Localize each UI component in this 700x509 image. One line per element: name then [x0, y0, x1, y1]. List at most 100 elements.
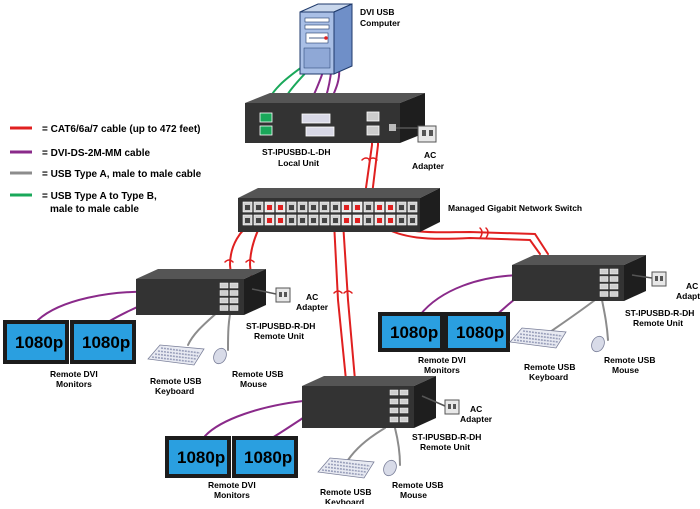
- keyboard-icon: [509, 327, 567, 349]
- keyboard-icon: [147, 344, 205, 366]
- legend-item-usb-ab: = USB Type A to Type B,: [42, 191, 157, 202]
- monitors-label-line1: Remote DVI: [208, 480, 256, 490]
- remote-port: [229, 290, 239, 296]
- ac-label-line2: Adapter: [460, 414, 493, 424]
- monitors-label-line1: Remote DVI: [418, 355, 466, 365]
- usb-right-kb: [549, 299, 596, 333]
- switch-label: Managed Gigabit Network Switch: [448, 203, 582, 213]
- keyboard-label-line2: Keyboard: [529, 372, 568, 382]
- monitor-screen: [74, 324, 132, 360]
- keyboard-label-line1: Remote USB: [320, 487, 371, 497]
- remote-unit-label-line1: ST-IPUSBD-R-DH: [412, 432, 481, 442]
- monitor-resolution-label: 1080p: [177, 448, 225, 467]
- monitor-screen: [169, 440, 227, 474]
- local-ac-adapter-icon: [396, 125, 437, 143]
- remote-port: [609, 268, 619, 275]
- monitor-screen: [382, 316, 440, 348]
- local-unit-label-line1: ST-IPUSBD-L-DH: [262, 147, 330, 157]
- remote-port: [389, 389, 399, 396]
- remote-port: [609, 283, 619, 290]
- monitor-resolution-label: 1080p: [82, 333, 130, 352]
- monitor: 1080p: [232, 436, 298, 478]
- monitor: 1080p: [165, 436, 231, 478]
- local-ac-label-line2: Adapter: [412, 161, 445, 171]
- dvi-right-mon1: [419, 274, 526, 316]
- ac-label-line2: Adapter: [296, 302, 329, 312]
- dvi-bottom-mon1: [204, 399, 313, 437]
- keyboard-label-line1: Remote USB: [524, 362, 575, 372]
- mouse-label-line2: Mouse: [240, 379, 267, 389]
- monitor-resolution-label: 1080p: [456, 323, 504, 342]
- remote-port: [599, 291, 609, 297]
- keyboard-label-line2: Keyboard: [325, 497, 364, 504]
- remote-port: [389, 407, 399, 414]
- mouse-label-line1: Remote USB: [232, 369, 283, 379]
- monitors-label-line2: Monitors: [214, 490, 250, 500]
- usb-bottom-kb: [347, 427, 386, 461]
- remote-port: [389, 398, 399, 405]
- mouse-icon: [383, 459, 397, 477]
- monitor: 1080p: [378, 312, 444, 352]
- mouse-label-line1: Remote USB: [392, 480, 443, 490]
- remote-unit-label-line2: Remote Unit: [420, 442, 470, 452]
- computer-label-line1: DVI USB: [360, 7, 394, 17]
- ac-adapter-icon: [275, 287, 291, 303]
- local-unit-label-line2: Local Unit: [278, 158, 319, 168]
- computer-tower: [299, 3, 353, 75]
- monitors-label-line2: Monitors: [56, 379, 92, 389]
- ac-label-line1: AC: [686, 281, 698, 291]
- keyboard-icon: [317, 457, 375, 479]
- remote-unit-label-line1: ST-IPUSBD-R-DH: [625, 308, 694, 318]
- legend: = CAT6/6a/7 cable (up to 472 feet) = DVI…: [10, 124, 202, 215]
- local-unit: [245, 93, 425, 143]
- local-ac-label-line1: AC: [424, 150, 436, 160]
- remote-port: [599, 276, 609, 282]
- ac-label-line2: Adapter: [676, 291, 700, 301]
- ac-adapter-icon: [651, 271, 667, 287]
- remote-port: [399, 398, 409, 405]
- computer-label-line2: Computer: [360, 18, 401, 28]
- monitor-screen: [236, 440, 294, 474]
- usb-bottom-mouse: [394, 427, 401, 466]
- monitors-label-line1: Remote DVI: [50, 369, 98, 379]
- remote-unit-label-line2: Remote Unit: [633, 318, 683, 328]
- remote-unit-label-line2: Remote Unit: [254, 331, 304, 341]
- ac-label-line1: AC: [306, 292, 318, 302]
- remote-port: [399, 407, 409, 414]
- mouse-icon: [213, 347, 227, 365]
- remote-port: [389, 416, 399, 423]
- monitor-resolution-label: 1080p: [15, 333, 63, 352]
- remote-port: [229, 297, 239, 304]
- monitor: 1080p: [444, 312, 510, 352]
- legend-item-cat6: = CAT6/6a/7 cable (up to 472 feet): [42, 124, 200, 135]
- usb-right-mouse: [601, 299, 609, 341]
- remote-port: [219, 297, 229, 304]
- remote-port: [229, 282, 239, 289]
- remote-port: [599, 268, 609, 275]
- remote-port: [599, 283, 609, 290]
- remote-unit-label-line1: ST-IPUSBD-R-DH: [246, 321, 315, 331]
- mouse-label-line1: Remote USB: [604, 355, 655, 365]
- monitor-resolution-label: 1080p: [244, 448, 292, 467]
- remote-port: [399, 416, 409, 423]
- mouse-icon: [591, 335, 605, 353]
- monitors-label-line2: Monitors: [424, 365, 460, 375]
- legend-item-dvi: = DVI-DS-2M-MM cable: [42, 148, 151, 159]
- monitor-screen: [448, 316, 506, 348]
- remote-port: [399, 389, 409, 396]
- keyboard-label-line1: Remote USB: [150, 376, 201, 386]
- remote-port: [219, 290, 229, 296]
- remote-port: [229, 305, 239, 311]
- ac-label-line1: AC: [470, 404, 482, 414]
- cat6-switch-bottom-2: [342, 221, 356, 381]
- keyboard-label-line2: Keyboard: [155, 386, 194, 396]
- remote-port: [609, 276, 619, 282]
- remote-port: [219, 305, 229, 311]
- monitor: 1080p: [3, 320, 69, 364]
- switch-ports: [242, 201, 418, 226]
